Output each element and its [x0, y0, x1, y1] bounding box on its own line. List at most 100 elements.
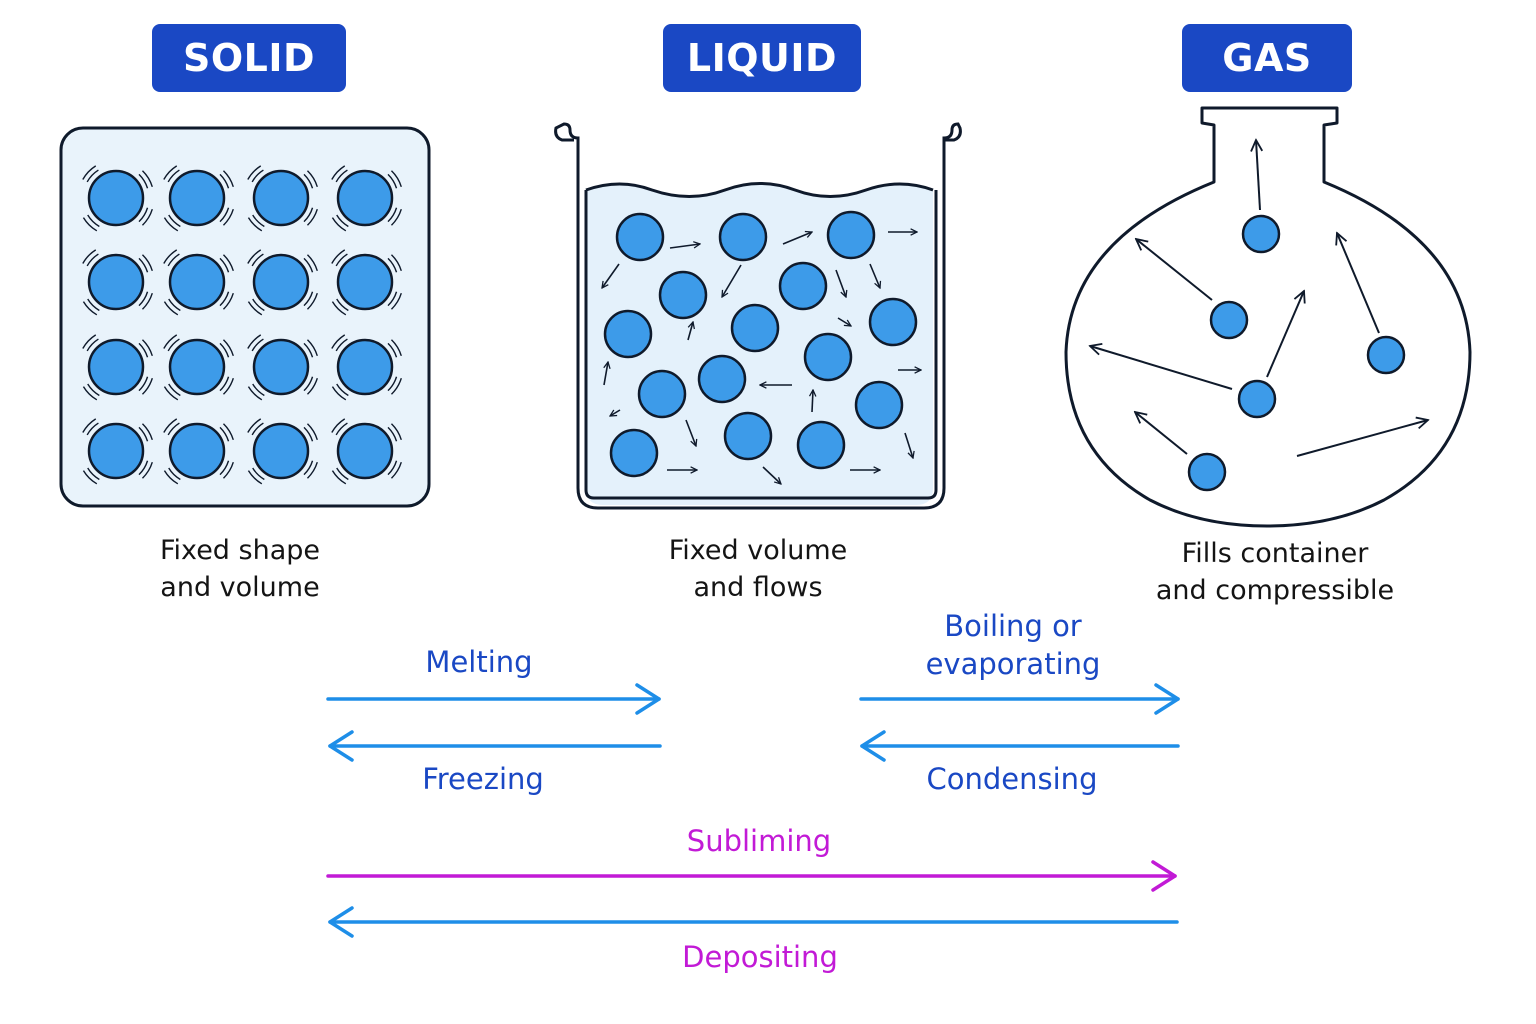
vibration-mark	[138, 173, 149, 189]
vibration-mark	[82, 301, 98, 316]
motion-arrow	[837, 317, 851, 326]
vibration-mark	[219, 460, 230, 476]
vibration-mark	[303, 376, 314, 392]
particle	[87, 338, 145, 396]
vibration-mark	[387, 342, 398, 358]
vibration-mark	[222, 208, 234, 226]
motion-arrow	[602, 263, 620, 288]
vibration-mark	[331, 165, 346, 180]
depositing-label: Depositing	[682, 940, 838, 974]
vibration-mark	[138, 376, 149, 392]
vibration-mark	[390, 423, 402, 441]
vibration-mark	[247, 470, 263, 485]
gas-caption: Fills container and compressible	[1115, 535, 1435, 609]
vibration-mark	[247, 217, 263, 232]
motion-arrow	[1296, 420, 1428, 457]
vibration-mark	[168, 214, 181, 228]
vibration-mark	[390, 292, 402, 310]
liquid-title-badge: LIQUID	[663, 24, 861, 92]
vibration-mark	[219, 207, 230, 223]
vibration-mark	[303, 173, 314, 189]
vibration-mark	[138, 426, 149, 442]
vibration-mark	[219, 291, 230, 307]
subliming-arrow-head	[1151, 860, 1177, 892]
vibration-mark	[303, 291, 314, 307]
vibration-mark	[219, 376, 230, 392]
vibration-mark	[167, 169, 180, 183]
motion-arrow	[835, 269, 846, 297]
vibration-mark	[163, 334, 178, 349]
phase-transition-arrows	[326, 683, 1180, 938]
vibration-mark	[306, 377, 318, 395]
vibration-mark	[306, 461, 318, 479]
vibration-mark	[82, 334, 97, 349]
boiling-evaporating-label: Boiling or evaporating	[833, 607, 1193, 683]
melting-label: Melting	[425, 645, 533, 679]
particle	[87, 253, 145, 311]
vibration-mark	[251, 422, 264, 436]
vibration-mark	[335, 338, 348, 352]
vibration-mark	[222, 170, 234, 188]
gas-caption-line-2: and compressible	[1155, 575, 1395, 606]
vibration-mark	[141, 254, 153, 272]
vibration-mark	[219, 173, 230, 189]
vibration-mark	[252, 467, 265, 481]
particle	[796, 420, 846, 470]
vibration-mark	[303, 460, 314, 476]
vibration-mark	[82, 470, 98, 485]
vibration-mark	[390, 170, 402, 188]
motion-arrow	[1256, 140, 1260, 211]
vibration-mark	[138, 460, 149, 476]
vibration-mark	[86, 338, 99, 352]
vibration-mark	[87, 214, 100, 228]
particle	[868, 297, 918, 347]
particle	[252, 169, 310, 227]
vibration-mark	[163, 217, 179, 232]
vibration-mark	[86, 169, 99, 183]
vibration-mark	[163, 301, 179, 316]
particle	[1237, 379, 1277, 419]
vibration-mark	[138, 207, 149, 223]
particle	[87, 422, 145, 480]
vibration-mark	[168, 467, 181, 481]
vibration-mark	[247, 386, 263, 401]
liquid-caption: Fixed volume and flows	[598, 532, 918, 606]
subliming-label: Subliming	[686, 824, 832, 858]
liquid-caption-line-1: Fixed volume	[668, 535, 848, 566]
vibration-mark	[331, 217, 347, 232]
particle	[615, 212, 665, 262]
vibration-mark	[82, 165, 97, 180]
particle	[697, 354, 747, 404]
motion-arrow	[762, 466, 781, 484]
motion-arrow	[669, 244, 700, 249]
motion-arrow	[904, 432, 913, 458]
vibration-mark	[163, 386, 179, 401]
particle	[803, 332, 853, 382]
particle	[168, 422, 226, 480]
gas-caption-line-1: Fills container	[1181, 538, 1369, 569]
motion-arrow	[1266, 291, 1304, 378]
vibration-mark	[138, 257, 149, 273]
particle	[336, 169, 394, 227]
vibration-mark	[141, 292, 153, 310]
vibration-mark	[252, 383, 265, 397]
vibration-mark	[390, 461, 402, 479]
particle	[603, 309, 653, 359]
solid-caption: Fixed shape and volume	[80, 532, 400, 606]
motion-arrow	[685, 419, 696, 446]
vibration-mark	[168, 383, 181, 397]
vibration-mark	[163, 470, 179, 485]
vibration-mark	[138, 342, 149, 358]
particle	[778, 261, 828, 311]
gas-flask	[1064, 106, 1472, 528]
solid-caption-line-2: and volume	[160, 572, 320, 603]
vibration-mark	[251, 338, 264, 352]
condensing-label: Condensing	[926, 762, 1098, 796]
vibration-mark	[387, 426, 398, 442]
melting-arrow-head	[635, 683, 661, 715]
vibration-mark	[387, 291, 398, 307]
motion-arrow	[687, 322, 693, 341]
vibration-mark	[306, 423, 318, 441]
vibration-mark	[82, 217, 98, 232]
vibration-mark	[82, 418, 97, 433]
